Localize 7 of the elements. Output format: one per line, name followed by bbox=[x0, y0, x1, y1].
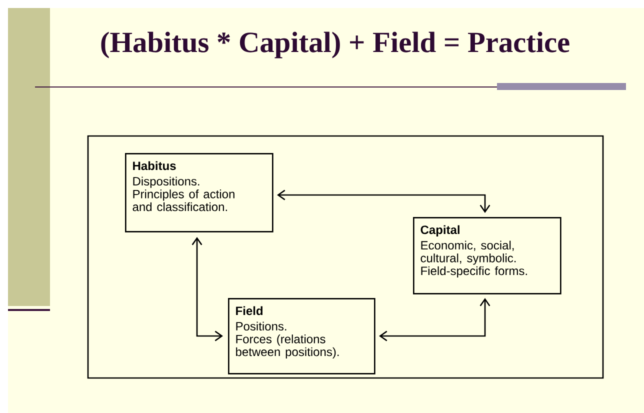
text-box: Capital Economic, social, cultural, symbolic. Field-specific forms. bbox=[413, 217, 562, 294]
arrow bbox=[277, 190, 490, 213]
title: (Habitus * Capital) + Field = Practice bbox=[101, 32, 570, 58]
arrow bbox=[379, 298, 490, 342]
text-box: Habitus Dispositions. Principles of action and classification. bbox=[125, 153, 274, 232]
text-box: Field Positions. Forces (relations between positions). bbox=[228, 298, 376, 374]
arrow bbox=[192, 237, 223, 342]
